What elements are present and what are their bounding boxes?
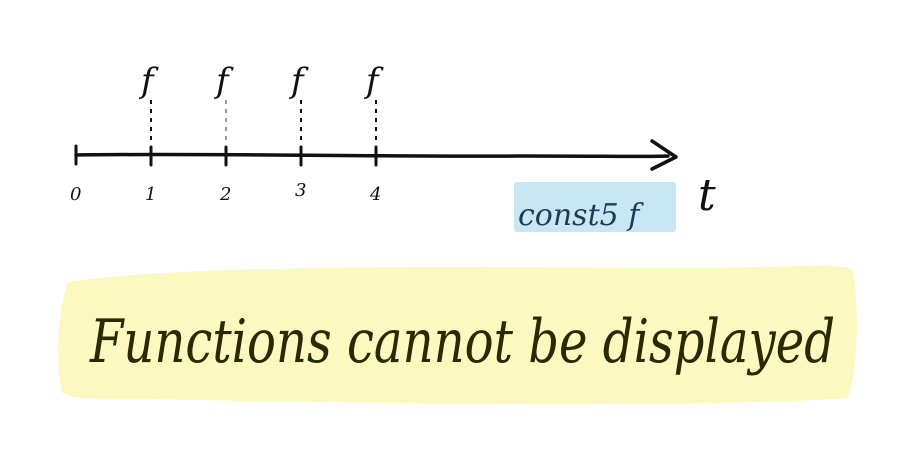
tick-label-0: 0 xyxy=(70,184,81,205)
timeline-axis-line xyxy=(74,152,670,159)
banner-text: Functions cannot be displayed xyxy=(89,307,835,377)
tick-label-1: 1 xyxy=(145,184,156,205)
axis-arrow-icon xyxy=(650,139,678,171)
function-label-3: f xyxy=(288,61,309,101)
const-label: const5 f xyxy=(518,198,644,233)
tick-marks xyxy=(149,145,378,167)
function-label-1: f xyxy=(138,61,159,101)
const-highlight xyxy=(514,182,676,232)
banner-highlight xyxy=(58,265,857,405)
function-label-2: f xyxy=(213,61,234,101)
function-label-4: f xyxy=(363,61,384,101)
tick-label-2: 2 xyxy=(219,184,231,205)
tick-label-4: 4 xyxy=(369,184,381,205)
tick-labels: 0 1 2 3 4 xyxy=(70,180,381,205)
axis-label: t xyxy=(698,170,716,221)
tick-label-3: 3 xyxy=(295,180,306,201)
